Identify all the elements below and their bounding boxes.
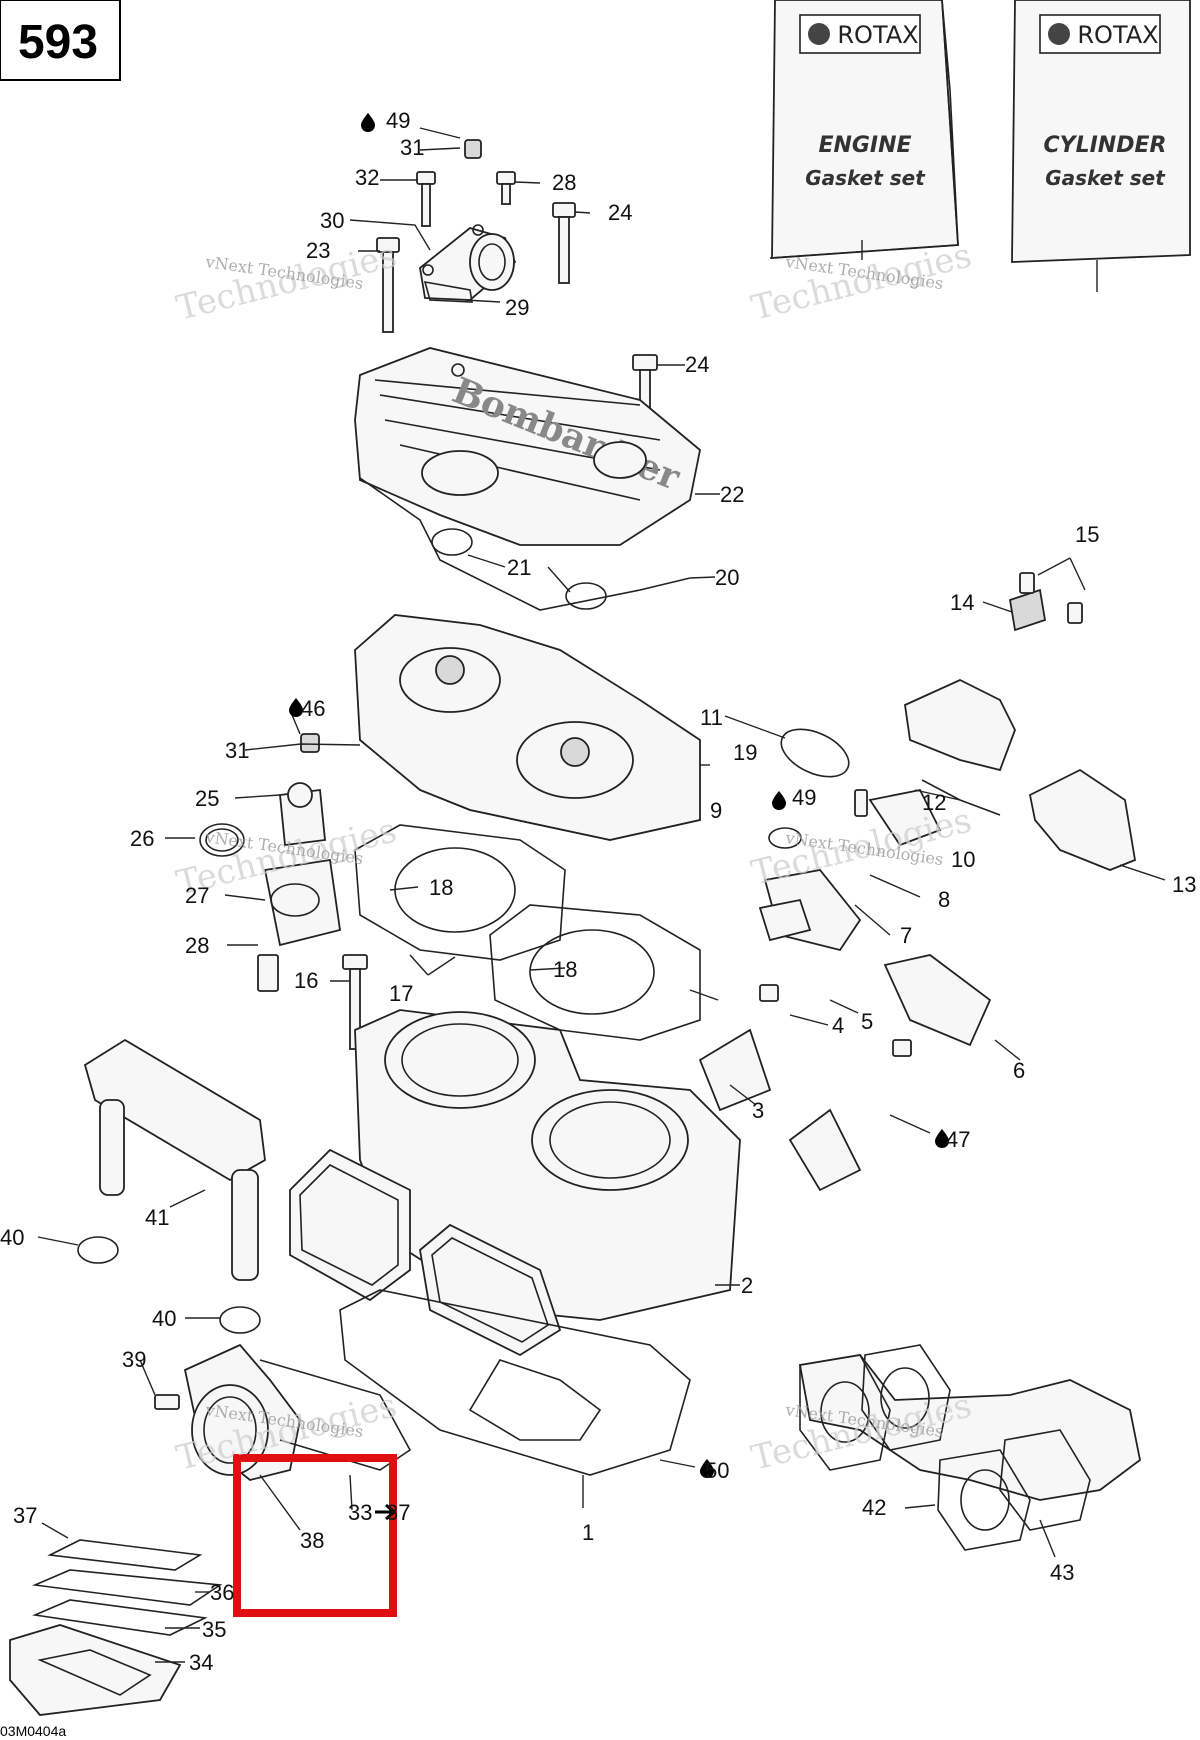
callout-32: 32 — [355, 165, 379, 190]
callout-30: 30 — [320, 208, 344, 233]
rotary-valve-cover — [698, 572, 1137, 1192]
lubricant-icons — [289, 113, 949, 1478]
callout-37: 37 — [13, 1503, 37, 1528]
callout-38: 38 — [300, 1528, 324, 1553]
callout-24: 24 — [685, 352, 709, 377]
callout-21: 21 — [507, 555, 531, 580]
engine-kit-brand: ROTAX — [837, 21, 918, 49]
cylinder-block — [354, 1009, 741, 1321]
callout-43: 43 — [1050, 1560, 1074, 1585]
drop-icon — [772, 791, 786, 810]
callout-40: 40 — [0, 1225, 24, 1250]
drop-icon — [935, 1129, 949, 1148]
callout-2: 2 — [741, 1273, 753, 1298]
callout-15: 15 — [1075, 522, 1099, 547]
drawing-code: 03M0404a — [0, 1723, 66, 1739]
callout-34: 34 — [189, 1650, 213, 1675]
base-gasket — [339, 1289, 691, 1476]
o-ring — [431, 528, 473, 556]
callout-28: 28 — [552, 170, 576, 195]
callout-22: 22 — [720, 482, 744, 507]
engine-gasket-kit: ROTAX ENGINE Gasket set — [769, 0, 959, 259]
callout-29: 29 — [505, 295, 529, 320]
callout-6: 6 — [1013, 1058, 1025, 1083]
rotax-gear-icon — [1048, 23, 1070, 45]
callout-36: 36 — [210, 1580, 234, 1605]
engine-kit-title: ENGINE — [818, 133, 911, 158]
highlight-box — [233, 1454, 397, 1617]
callout-26: 26 — [130, 826, 154, 851]
engine-kit-subtitle: Gasket set — [805, 166, 926, 190]
cover-gasket — [359, 477, 691, 611]
head-gasket — [489, 904, 701, 1041]
clamp — [77, 1236, 119, 1264]
callout-49: 49 — [386, 108, 410, 133]
callout-9: 9 — [710, 798, 722, 823]
callout-31: 31 — [400, 135, 424, 160]
callout-46: 46 — [301, 696, 325, 721]
callout-7: 7 — [900, 923, 912, 948]
callout-18: 18 — [429, 875, 453, 900]
callout-50: 50 — [705, 1458, 729, 1483]
clamp — [219, 1306, 261, 1334]
water-outlet — [419, 224, 517, 303]
callout-49: 49 — [792, 785, 816, 810]
callout-20: 20 — [715, 565, 739, 590]
callout-40: 40 — [152, 1306, 176, 1331]
thermostat-group — [199, 733, 368, 1050]
callout-25: 25 — [195, 786, 219, 811]
arrow-icon — [375, 1503, 397, 1521]
callout-1: 1 — [582, 1520, 594, 1545]
top-bolts — [376, 139, 658, 431]
cylinder-gasket-kit: ROTAX CYLINDER Gasket set — [1011, 0, 1191, 263]
callout-35: 35 — [202, 1617, 226, 1642]
callout-14: 14 — [950, 590, 974, 615]
o-ring — [565, 582, 607, 610]
callout-16: 16 — [294, 968, 318, 993]
callout-17: 17 — [389, 981, 413, 1006]
intake-pipe — [83, 1038, 266, 1281]
cylinder-kit-subtitle: Gasket set — [1045, 166, 1166, 190]
callout-4: 4 — [832, 1013, 844, 1038]
callout-3: 3 — [752, 1098, 764, 1123]
callout-11: 11 — [700, 705, 723, 730]
callout-12: 12 — [922, 790, 946, 815]
callout-23: 23 — [306, 238, 330, 263]
callout-18: 18 — [553, 957, 577, 982]
cylinder-kit-brand: ROTAX — [1077, 21, 1158, 49]
cylinder-kit-title: CYLINDER — [1044, 133, 1167, 158]
callout-33: 33 — [348, 1500, 372, 1525]
callout-42: 42 — [862, 1495, 886, 1520]
drop-icon — [700, 1459, 714, 1478]
head-gasket — [354, 824, 566, 961]
reed-valve-stack — [9, 1539, 223, 1716]
callout-19: 19 — [733, 740, 757, 765]
callout-13: 13 — [1172, 872, 1196, 897]
callout-10: 10 — [951, 847, 975, 872]
callout-24: 24 — [608, 200, 632, 225]
page-number: 593 — [18, 16, 98, 69]
drop-icon — [361, 113, 375, 132]
callout-8: 8 — [938, 887, 950, 912]
exhaust-manifold — [798, 1344, 1141, 1551]
callout-5: 5 — [861, 1009, 873, 1034]
cylinder-head — [354, 614, 701, 841]
callout-31: 31 — [225, 738, 249, 763]
drop-icon — [289, 698, 303, 717]
callout-47: 47 — [946, 1127, 970, 1152]
page-number-box: 593 — [0, 0, 121, 81]
reed-housing-right — [419, 1223, 562, 1357]
callout-39: 39 — [122, 1347, 146, 1372]
callout-41: 41 — [145, 1205, 169, 1230]
carb-adaptor — [154, 1343, 412, 1481]
reed-housing-left — [289, 1148, 411, 1302]
callout-28: 28 — [185, 933, 209, 958]
rotax-gear-icon — [808, 23, 830, 45]
leader-lines — [37, 127, 1166, 1663]
callout-37: 37 — [386, 1500, 410, 1525]
callout-27: 27 — [185, 883, 209, 908]
